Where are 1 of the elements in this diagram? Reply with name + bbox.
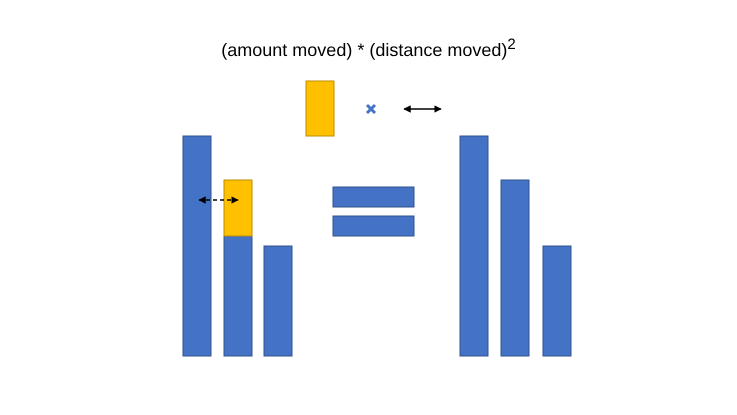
formula-title: (amount moved) * (distance moved)$^{2}$	[221, 40, 516, 60]
